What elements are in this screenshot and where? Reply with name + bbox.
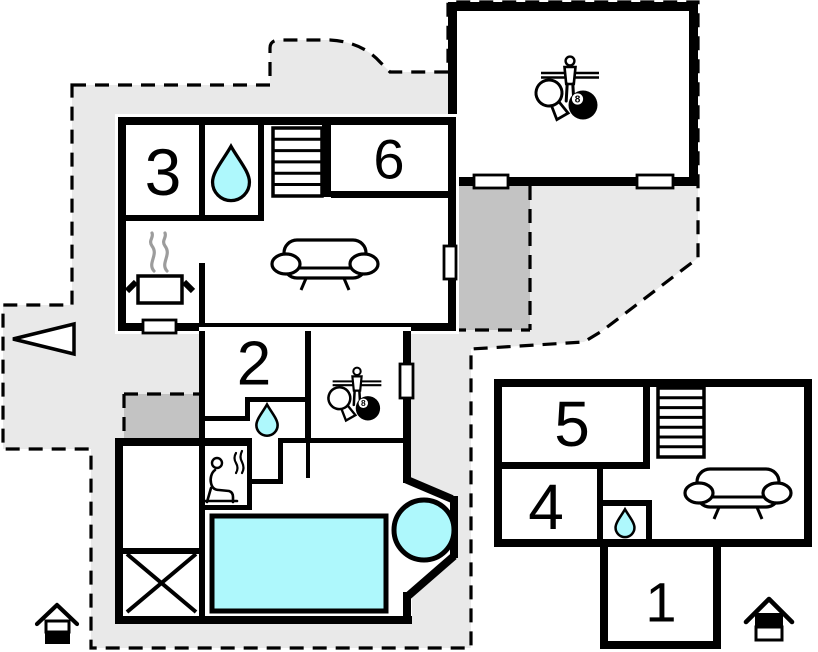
water-drop-icon <box>614 506 636 539</box>
water-drop-icon <box>210 142 252 203</box>
room-2-label: 2 <box>237 330 271 399</box>
whirlpool <box>391 497 457 563</box>
entrance-arrow-icon <box>12 321 76 357</box>
terrace-dark-left <box>122 392 200 442</box>
window <box>472 173 510 190</box>
window <box>141 318 178 335</box>
room-4-label: 4 <box>528 471 564 543</box>
room-3-label: 3 <box>145 135 182 209</box>
terrace-dark-right <box>452 184 532 332</box>
window <box>635 173 675 190</box>
house-icon-left <box>34 602 80 644</box>
main-building: 3 6 <box>115 114 459 335</box>
sauna-icon <box>202 449 245 504</box>
room-6-label: 6 <box>373 128 404 191</box>
window <box>442 244 458 281</box>
annex-building: 5 4 1 <box>494 379 812 649</box>
sofa-icon <box>270 238 380 291</box>
stairs-icon <box>656 386 706 459</box>
sofa-icon <box>683 467 793 520</box>
water-drop-icon <box>255 401 279 437</box>
stairs-icon <box>271 126 324 198</box>
room-1-label: 1 <box>645 571 676 634</box>
cooker-icon <box>124 231 196 305</box>
window <box>398 362 415 400</box>
room-5-label: 5 <box>554 388 590 460</box>
cross-icon <box>125 552 198 614</box>
pool <box>209 513 389 614</box>
house-icon-right <box>743 596 795 642</box>
